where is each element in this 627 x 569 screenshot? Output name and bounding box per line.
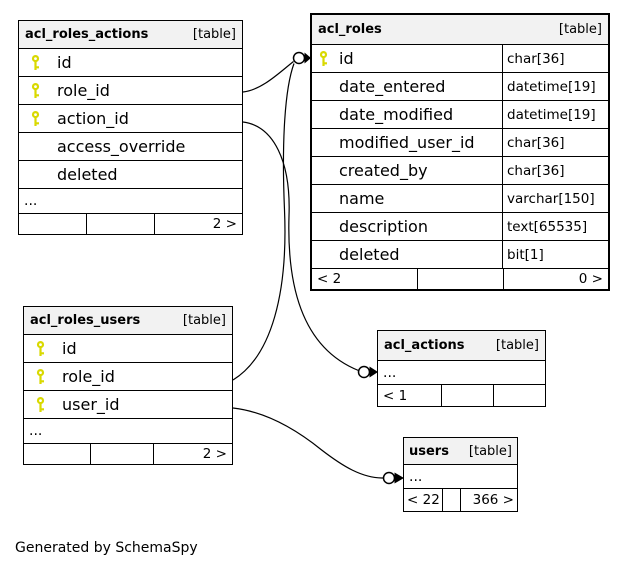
column-row: name varchar[150] [312, 184, 608, 212]
column-name: deleted [57, 165, 118, 184]
column-row: access_override [19, 132, 242, 160]
table-header-acl-roles[interactable]: acl_roles [table] [312, 15, 608, 44]
column-type: text[65535] [507, 218, 588, 235]
footer-cell [87, 214, 155, 234]
generated-by-note: Generated by SchemaSpy [15, 540, 198, 556]
column-row: modified_user_id char[36] [312, 128, 608, 156]
relationship-line-roles-users-to-users [232, 407, 384, 479]
column-name: id [339, 49, 354, 68]
table-tag: [table] [468, 443, 512, 459]
column-type: char[36] [507, 50, 565, 67]
column-type: datetime[19] [507, 78, 596, 95]
column-name: id [62, 339, 77, 358]
table-acl-roles-users: acl_roles_users [table] id role_id user_… [23, 306, 233, 465]
footer-cell [442, 385, 494, 406]
footer-cell-parents-count: < 2 [312, 269, 418, 289]
column-name: role_id [62, 367, 115, 386]
table-footer: < 1 [378, 384, 545, 406]
footer-cell-children-count: 0 > [578, 271, 603, 287]
column-name: date_modified [339, 105, 454, 124]
column-name: user_id [62, 395, 120, 414]
column-row: deleted [19, 160, 242, 188]
column-row: id char[36] [312, 44, 608, 72]
column-type: char[36] [507, 134, 565, 151]
table-tag: [table] [182, 313, 226, 328]
connector-circle [292, 51, 306, 65]
primary-key-icon [36, 396, 45, 413]
table-footer: 2 > [24, 443, 232, 464]
table-footer: < 22 366 > [404, 488, 517, 511]
connector-circle [357, 365, 371, 379]
column-type: bit[1] [507, 246, 544, 263]
column-row: id [24, 334, 232, 362]
table-tag: [table] [558, 22, 602, 37]
footer-cell-children-count: 2 > [212, 216, 237, 232]
footer-cell [19, 214, 87, 234]
column-name: created_by [339, 161, 428, 180]
footer-cell-parents-count: < 22 [404, 489, 443, 511]
footer-cell-children-count: 2 > [202, 446, 227, 462]
table-footer: < 2 0 > [312, 268, 608, 289]
column-row: date_modified datetime[19] [312, 100, 608, 128]
table-header-acl-roles-actions[interactable]: acl_roles_actions [table] [19, 21, 242, 48]
ellipsis-row: ... [24, 418, 232, 443]
footer-cell [91, 444, 154, 464]
table-tag: [table] [495, 338, 539, 353]
table-name[interactable]: users [409, 443, 449, 459]
column-name: deleted [339, 245, 400, 264]
column-row: description text[65535] [312, 212, 608, 240]
table-acl-roles: acl_roles [table] id char[36] date_enter… [310, 13, 610, 291]
column-name: description [339, 217, 428, 236]
table-header-acl-actions[interactable]: acl_actions [table] [378, 331, 545, 360]
footer-cell-parents-count: < 1 [378, 385, 442, 406]
column-name: modified_user_id [339, 133, 475, 152]
connector-circle [382, 471, 396, 485]
column-row: user_id [24, 390, 232, 418]
ellipsis-row: ... [378, 360, 545, 384]
table-name[interactable]: acl_roles_users [30, 313, 141, 328]
primary-key-icon [36, 340, 45, 357]
footer-cell-children-count: 366 > [472, 492, 514, 508]
table-name[interactable]: acl_roles [318, 22, 382, 37]
column-name: name [339, 189, 385, 208]
column-type: char[36] [507, 162, 565, 179]
column-row: date_entered datetime[19] [312, 72, 608, 100]
column-type: varchar[150] [507, 190, 595, 207]
column-row: deleted bit[1] [312, 240, 608, 268]
column-type: datetime[19] [507, 106, 596, 123]
table-name[interactable]: acl_actions [384, 338, 465, 353]
table-footer: 2 > [19, 213, 242, 234]
ellipsis-row: ... [404, 464, 517, 488]
table-header-users[interactable]: users [table] [404, 438, 517, 464]
column-name: role_id [57, 81, 110, 100]
column-row: created_by char[36] [312, 156, 608, 184]
footer-cell [24, 444, 91, 464]
primary-key-icon [31, 54, 40, 71]
column-name: action_id [57, 109, 129, 128]
table-tag: [table] [192, 27, 236, 42]
table-name[interactable]: acl_roles_actions [25, 27, 149, 42]
column-name: id [57, 53, 72, 72]
footer-cell [494, 385, 545, 406]
primary-key-icon [319, 50, 328, 67]
column-row: role_id [19, 76, 242, 104]
table-header-acl-roles-users[interactable]: acl_roles_users [table] [24, 307, 232, 334]
ellipsis-row: ... [19, 188, 242, 213]
primary-key-icon [31, 110, 40, 127]
primary-key-icon [31, 82, 40, 99]
column-row: id [19, 48, 242, 76]
column-row: role_id [24, 362, 232, 390]
footer-cell [443, 489, 461, 511]
table-users: users [table] ... < 22 366 > [403, 437, 518, 512]
footer-cell [418, 269, 504, 289]
table-acl-roles-actions: acl_roles_actions [table] id role_id act… [18, 20, 243, 235]
relationship-line-roles-actions-to-roles [242, 61, 294, 93]
column-row: action_id [19, 104, 242, 132]
table-acl-actions: acl_actions [table] ... < 1 [377, 330, 546, 407]
primary-key-icon [36, 368, 45, 385]
column-name: date_entered [339, 77, 446, 96]
column-name: access_override [57, 137, 186, 156]
